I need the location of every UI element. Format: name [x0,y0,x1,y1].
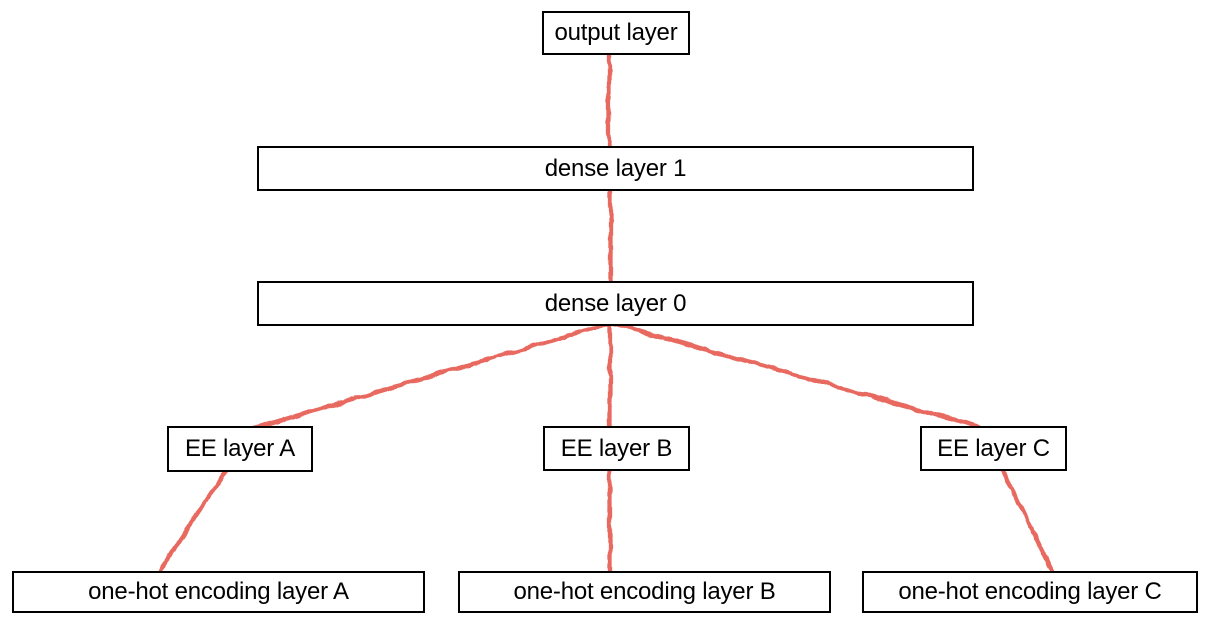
node-dense-layer-0: dense layer 0 [257,281,974,326]
node-label: one-hot encoding layer C [898,578,1162,605]
node-ee-layer-c: EE layer C [920,426,1067,471]
node-label: EE layer B [560,434,673,462]
node-label: dense layer 1 [544,154,687,182]
node-label: EE layer A [184,435,296,462]
node-label: output layer [554,19,678,46]
node-label: dense layer 0 [544,289,687,317]
node-onehot-layer-c: one-hot encoding layer C [862,571,1198,613]
node-label: one-hot encoding layer A [88,578,349,605]
node-ee-layer-b: EE layer B [543,426,690,471]
node-dense-layer-1: dense layer 1 [257,146,974,191]
node-output-layer: output layer [542,11,690,55]
edge-dense0-to-eeC [609,320,994,433]
node-ee-layer-a: EE layer A [167,426,313,472]
node-label: EE layer C [937,434,1050,462]
edge-eeA-to-onehotA [154,465,231,578]
node-onehot-layer-b: one-hot encoding layer B [458,571,831,613]
edge-dense0-to-eeA [245,320,615,433]
node-label: one-hot encoding layer B [513,578,776,605]
node-onehot-layer-a: one-hot encoding layer A [12,571,425,613]
edge-eeC-to-onehotC [999,465,1057,578]
